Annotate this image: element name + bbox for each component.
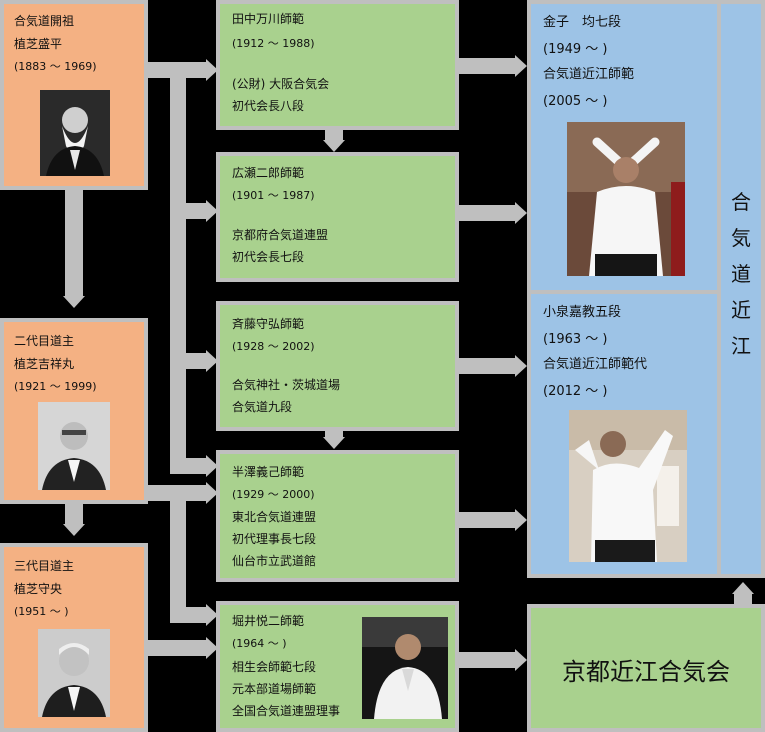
- shihan-name: 斉藤守弘師範: [232, 317, 305, 331]
- connector: [457, 358, 515, 374]
- connector: [457, 205, 515, 221]
- shihan-years: (1928 〜 2002): [232, 340, 315, 353]
- vertical-title-box: 合 気 道 近 江: [717, 0, 765, 578]
- connector: [170, 62, 186, 474]
- shihan-years: (1964 〜 ): [232, 637, 287, 650]
- portrait-photo: [38, 402, 110, 490]
- shihan-name: 田中万川師範: [232, 12, 305, 26]
- connector: [457, 58, 515, 74]
- connector: [457, 652, 515, 668]
- connector-arrow: [323, 437, 345, 449]
- shihan-detail: 全国合気道連盟理事: [232, 704, 341, 718]
- shihan-years: (1901 〜 1987): [232, 189, 315, 202]
- founder-name: 植芝吉祥丸: [14, 357, 75, 371]
- founder-name: 植芝盛平: [14, 37, 63, 51]
- founder-box-3: 三代目道主 植芝守央 (1951 〜 ): [0, 543, 148, 732]
- shihan-detail: 合気神社・茨城道場: [232, 378, 341, 392]
- founder-box-1: 合気道開祖 植芝盛平 (1883 〜 1969): [0, 0, 148, 190]
- title-char: 近: [731, 298, 751, 322]
- founder-years: (1951 〜 ): [14, 605, 69, 618]
- title-char: 江: [731, 334, 751, 358]
- connector-arrow: [515, 355, 527, 377]
- shihan-detail: 東北合気道連盟: [232, 510, 317, 524]
- teacher-photo: [567, 122, 685, 276]
- connector: [170, 607, 206, 623]
- connector: [65, 502, 83, 524]
- connector: [146, 640, 206, 656]
- connector: [170, 353, 206, 369]
- teacher-period: (2012 〜 ): [543, 384, 608, 399]
- teacher-role: 合気道近江師範: [543, 67, 635, 82]
- connector-arrow: [206, 59, 218, 81]
- shihan-box-4: 半澤義己師範 (1929 〜 2000) 東北合気道連盟 初代理事長七段 仙台市…: [216, 450, 459, 582]
- connector: [325, 128, 343, 140]
- connector-arrow: [63, 296, 85, 308]
- connector: [325, 429, 343, 437]
- title-char: 合: [731, 190, 751, 214]
- connector: [170, 203, 206, 219]
- founder-title: 二代目道主: [14, 334, 75, 348]
- shihan-detail: 元本部道場師範: [232, 682, 317, 696]
- shihan-box-5: 堀井悦二師範 (1964 〜 ) 相生会師範七段 元本部道場師範 全国合気道連盟…: [216, 601, 459, 732]
- connector-arrow: [206, 604, 218, 626]
- shihan-box-1: 田中万川師範 (1912 〜 1988) (公財) 大阪合気会 初代会長八段: [216, 0, 459, 130]
- shihan-years: (1912 〜 1988): [232, 37, 315, 50]
- portrait-photo: [40, 90, 110, 176]
- teacher-role: 合気道近江師範代: [543, 357, 648, 372]
- connector-arrow: [206, 455, 218, 477]
- connector-arrow: [63, 524, 85, 536]
- shihan-box-3: 斉藤守弘師範 (1928 〜 2002) 合気神社・茨城道場 合気道九段: [216, 301, 459, 431]
- shihan-detail: 仙台市立武道館: [232, 554, 317, 568]
- teacher-years: (1949 〜 ): [543, 42, 608, 57]
- connector: [170, 485, 186, 623]
- shihan-detail: 初代会長七段: [232, 250, 305, 264]
- founder-title: 合気道開祖: [14, 14, 75, 28]
- connector-arrow: [732, 582, 754, 594]
- connector-arrow: [515, 509, 527, 531]
- connector-arrow: [323, 140, 345, 152]
- connector: [457, 512, 515, 528]
- connector: [65, 188, 83, 296]
- omi-box-1: 金子 均七段 (1949 〜 ) 合気道近江師範 (2005 〜 ): [527, 0, 721, 294]
- connector-arrow: [206, 200, 218, 222]
- main-title-box: 京都近江合気会: [527, 604, 765, 732]
- title-char: 気: [731, 226, 751, 250]
- teacher-name: 金子 均七段: [543, 15, 622, 30]
- founder-years: (1921 〜 1999): [14, 380, 97, 393]
- shihan-name: 広瀬二郎師範: [232, 166, 305, 180]
- connector-arrow: [515, 202, 527, 224]
- founder-name: 植芝守央: [14, 582, 63, 596]
- title-char: 道: [731, 262, 751, 286]
- shihan-name: 堀井悦二師範: [232, 614, 305, 628]
- connector: [170, 458, 206, 474]
- shihan-detail: 京都府合気道連盟: [232, 228, 329, 242]
- teacher-photo: [569, 410, 687, 562]
- shihan-years: (1929 〜 2000): [232, 488, 315, 501]
- connector-arrow: [206, 350, 218, 372]
- omi-box-2: 小泉嘉教五段 (1963 〜 ) 合気道近江師範代 (2012 〜 ): [527, 290, 721, 578]
- shihan-name: 半澤義己師範: [232, 465, 305, 479]
- shihan-detail: (公財) 大阪合気会: [232, 77, 330, 91]
- main-title: 京都近江合気会: [562, 658, 730, 686]
- teacher-years: (1963 〜 ): [543, 332, 608, 347]
- teacher-period: (2005 〜 ): [543, 94, 608, 109]
- connector-arrow: [206, 482, 218, 504]
- connector-arrow: [515, 55, 527, 77]
- vertical-title: 合 気 道 近 江: [726, 184, 756, 364]
- teacher-name: 小泉嘉教五段: [543, 305, 622, 320]
- shihan-detail: 初代理事長七段: [232, 532, 317, 546]
- shihan-detail: 相生会師範七段: [232, 660, 317, 674]
- connector-arrow: [515, 649, 527, 671]
- connector: [734, 594, 752, 606]
- shihan-detail: 合気道九段: [232, 400, 293, 414]
- founder-title: 三代目道主: [14, 559, 75, 573]
- founder-box-2: 二代目道主 植芝吉祥丸 (1921 〜 1999): [0, 318, 148, 504]
- shihan-box-2: 広瀬二郎師範 (1901 〜 1987) 京都府合気道連盟 初代会長七段: [216, 152, 459, 282]
- portrait-photo: [38, 629, 110, 717]
- connector-arrow: [206, 637, 218, 659]
- shihan-detail: 初代会長八段: [232, 99, 305, 113]
- founder-years: (1883 〜 1969): [14, 60, 97, 73]
- portrait-photo: [362, 617, 448, 719]
